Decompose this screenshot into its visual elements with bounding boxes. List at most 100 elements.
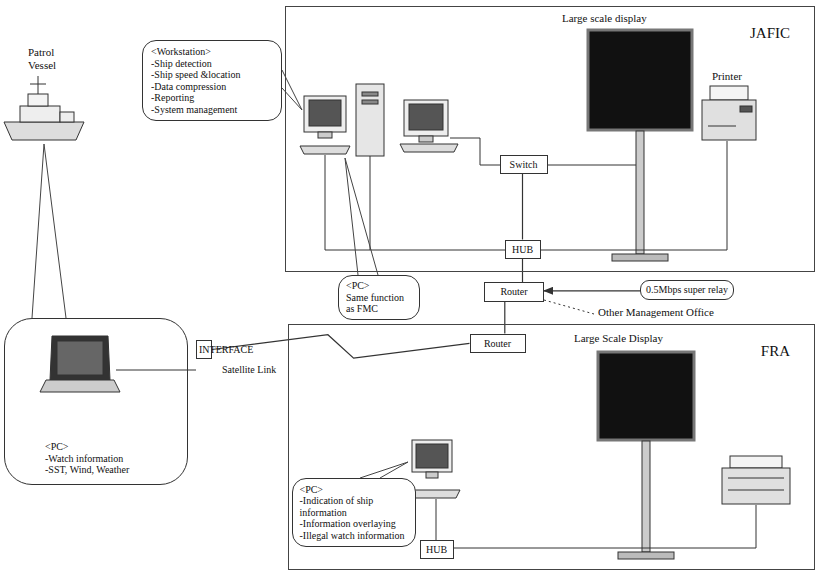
node-text: 0.5Mbps super relay [646,284,728,296]
printer-label: Printer [712,70,742,83]
display-label: Large scale display [562,12,647,25]
monitor-screen [309,100,341,126]
ship-bridge [28,94,48,106]
dotted-link [544,300,594,314]
callout-tail [360,462,408,478]
node-text: -System management [151,104,273,116]
site-region: FRA Router <PC>-Indication of ship informa… [288,324,815,570]
node-text: -SST, Wind, Weather [45,464,179,476]
edge-label: Satellite Link [220,364,278,376]
site-region: JAFIC SwitchHUB [285,6,815,272]
callout-heading: <Workstation> [151,46,273,58]
device-body [722,468,790,504]
router-box: Router [484,282,544,302]
device-line [728,490,784,491]
drive-slot [362,100,378,104]
paper-tray [710,86,748,100]
node-text: -Watch information [45,453,179,465]
keyboard [400,144,458,152]
monitor-stand [419,136,433,142]
node-text: HUB [426,544,448,556]
callout-bubble: <PC>-Indication of ship information-Info… [292,478,416,548]
lan-wire [548,165,636,166]
ship-mast [30,84,46,85]
monitor-screen [416,444,448,468]
network-line [544,290,640,291]
hub-box: HUB [505,240,541,260]
callout-bubble: <PC>Same function as FMC [338,275,420,320]
lan-wire [454,505,756,548]
ship-cabin [20,106,60,122]
lan-wire [436,499,437,540]
ship-deckhouse [60,112,74,122]
device-top [730,456,782,468]
display-pole [636,131,644,254]
region-title: JAFIC [750,25,790,42]
node-text: -Data compression [151,81,273,93]
callout-tail [345,158,378,275]
drive-slot [362,92,378,96]
printer-body [702,100,756,140]
callout-bubble: <PC>-Watch information-SST, Wind, Weathe… [4,318,188,485]
laptop-lid [50,336,110,380]
keyboard [300,146,350,154]
lan-wire [450,138,500,165]
monitor-screen [409,104,443,130]
node-text: Same function as FMC [346,292,412,315]
node-text: Router [490,286,538,298]
monitor-stand [426,472,438,478]
output-slot [708,126,736,127]
relay-box: 0.5Mbps super relay [640,280,734,300]
lan-wire [370,156,371,250]
large-display [598,352,694,559]
callout-bubble: <Workstation>-Ship detection-Ship speed … [142,40,282,121]
ship-label: Patrol Vessel [28,46,72,71]
node-text: -Ship speed &location [151,69,273,81]
laptop-screen [57,341,103,375]
office-label: Other Management Office [598,306,714,319]
printer-panel [740,106,752,112]
display-base [612,254,668,261]
monitor-stand [318,132,332,138]
node-text: -Ship detection [151,58,273,70]
hub-box: HUB [420,540,454,560]
monitor-case [404,100,448,136]
node-text: -Illegal watch information [300,530,408,542]
ship-hull [4,122,84,140]
pc-monitor [408,440,460,498]
display-label: Large Scale Display [574,332,663,345]
node-text: -Indication of ship information [300,495,408,518]
callout-heading: <PC> [300,484,408,496]
display-screen [588,30,692,130]
laptop [40,336,120,392]
serial-wire [116,370,196,371]
keyboard [408,490,460,498]
display-base [618,552,674,559]
node-text: Router [476,338,520,350]
callout-heading: <PC> [45,441,179,453]
monitor-case [304,96,346,132]
node-text: HUB [511,244,535,256]
node-text: -Information overlaying [300,518,408,530]
node-text: -Reporting [151,92,273,104]
interface-box: INTERFACE [196,340,212,359]
display-screen [598,352,694,440]
pc-tower [356,84,384,156]
pc-monitor [300,96,350,154]
lan-wire [325,155,505,250]
pc-monitor [400,100,458,152]
callout-heading: <PC> [346,280,412,292]
network-line [522,174,523,240]
patrol-vessel [4,76,84,140]
satellite-link [212,335,470,358]
lan-wire [541,141,727,250]
region-title: FRA [761,343,790,360]
network-line [522,259,523,282]
monitor-case [412,440,452,472]
tower-case [356,84,384,156]
printer-device [722,456,790,504]
device-line [728,478,784,479]
large-display [588,30,692,261]
node-text: Switch [506,159,542,171]
